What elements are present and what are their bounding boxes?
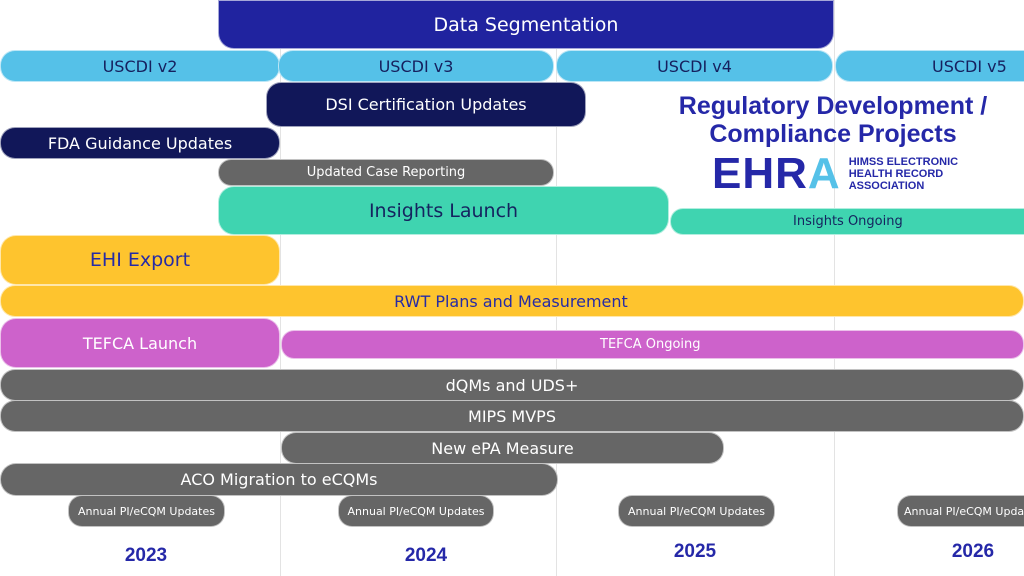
title-line-2: Compliance Projects — [709, 120, 957, 148]
bar-insights-launch: Insights Launch — [218, 186, 669, 235]
bar-label: ACO Migration to eCQMs — [180, 470, 378, 489]
logo-text-line-1: HIMSS ELECTRONIC — [848, 156, 959, 168]
bar-label: USCDI v3 — [378, 56, 454, 76]
bar-uscdi-v3: USCDI v3 — [278, 50, 554, 82]
bar-label: USCDI v5 — [932, 56, 1007, 76]
logo-mark-suffix: A — [807, 149, 841, 198]
year-label-2025: 2025 — [673, 541, 717, 562]
bar-dsi-certification-updates: DSI Certification Updates — [266, 82, 586, 127]
bar-uscdi-v4: USCDI v4 — [556, 50, 833, 82]
bar-mips-mvps: MIPS MVPS — [0, 400, 1024, 432]
bar-label: Insights Launch — [368, 199, 519, 222]
year-label-2026: 2026 — [951, 541, 995, 562]
bar-label: RWT Plans and Measurement — [394, 291, 628, 311]
bar-label: FDA Guidance Updates — [47, 133, 233, 153]
bar-aco-migration-to-ecqms: ACO Migration to eCQMs — [0, 463, 558, 496]
bar-label: New ePA Measure — [431, 438, 574, 458]
bar-label: Annual PI/eCQM Updates — [347, 504, 485, 518]
bar-data-segmentation: Data Segmentation — [218, 0, 834, 49]
bar-uscdi-v5: USCDI v5 — [835, 50, 1024, 82]
logo-mark-prefix: EHR — [712, 149, 808, 198]
bar-label: Insights Ongoing — [793, 214, 903, 229]
title-line-1: Regulatory Development / — [678, 92, 988, 120]
bar-label: Annual PI/eCQM Updates — [78, 504, 215, 518]
bar-label: TEFCA Launch — [82, 333, 198, 353]
bar-annual-pi-ecqm-updates-2023: Annual PI/eCQM Updates — [68, 495, 225, 527]
ehra-logo: EHRA HIMSS ELECTRONIC HEALTH RECORD ASSO… — [712, 152, 958, 196]
bar-label: dQMs and UDS+ — [445, 375, 579, 395]
bar-label: USCDI v4 — [657, 56, 732, 76]
bar-label: MIPS MVPS — [468, 406, 556, 426]
bar-tefca-ongoing: TEFCA Ongoing — [281, 330, 1024, 359]
bar-label: Annual PI/eCQM Updates — [904, 504, 1024, 518]
bar-uscdi-v2: USCDI v2 — [0, 50, 280, 82]
logo-text-line-3: ASSOCIATION — [848, 180, 925, 192]
bar-label: TEFCA Ongoing — [600, 337, 701, 352]
bar-label: Data Segmentation — [433, 13, 619, 36]
bar-label: EHI Export — [89, 249, 191, 271]
year-label-2024: 2024 — [404, 545, 448, 566]
bar-dqms-and-uds: dQMs and UDS+ — [0, 369, 1024, 401]
ehra-logo-mark: EHRA — [712, 152, 841, 196]
ehra-logo-text: HIMSS ELECTRONIC HEALTH RECORD ASSOCIATI… — [849, 156, 958, 192]
bar-label: Annual PI/eCQM Updates — [628, 504, 765, 518]
bar-annual-pi-ecqm-updates-2026: Annual PI/eCQM Updates — [897, 495, 1024, 527]
bar-fda-guidance-updates: FDA Guidance Updates — [0, 127, 280, 159]
bar-label: DSI Certification Updates — [325, 95, 527, 114]
page-title: Regulatory Development / Compliance Proj… — [640, 92, 1024, 148]
year-label-2023: 2023 — [124, 545, 168, 566]
bar-updated-case-reporting: Updated Case Reporting — [218, 159, 554, 186]
bar-tefca-launch: TEFCA Launch — [0, 318, 280, 368]
bar-insights-ongoing: Insights Ongoing — [670, 208, 1024, 235]
bar-annual-pi-ecqm-updates-2025: Annual PI/eCQM Updates — [618, 495, 775, 527]
bar-new-epa-measure: New ePA Measure — [281, 432, 724, 464]
bar-annual-pi-ecqm-updates-2024: Annual PI/eCQM Updates — [338, 495, 494, 527]
bar-label: Updated Case Reporting — [306, 165, 466, 180]
bar-rwt-plans-and-measurement: RWT Plans and Measurement — [0, 285, 1024, 317]
bar-ehi-export: EHI Export — [0, 235, 280, 285]
logo-text-line-2: HEALTH RECORD — [848, 168, 944, 180]
bar-label: USCDI v2 — [102, 56, 178, 76]
